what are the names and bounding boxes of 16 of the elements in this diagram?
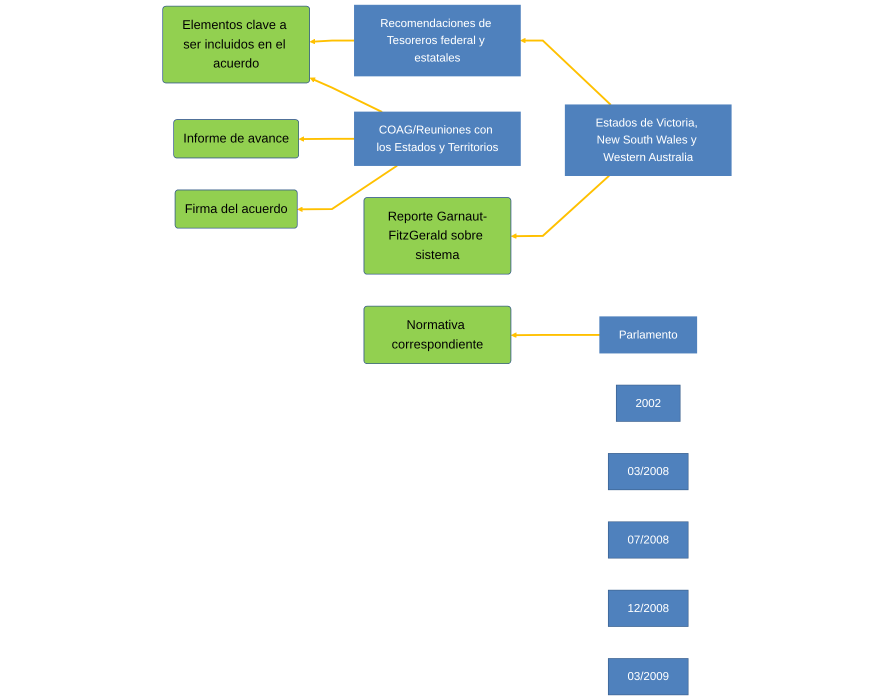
node-box: Parlamento <box>599 316 698 354</box>
arrow <box>510 332 600 338</box>
arrow <box>520 38 612 106</box>
node-box: Estados de Victoria, New South Wales y Western Australia <box>564 104 732 176</box>
node-box: Recomendaciones de Tesoreros federal y estatales <box>354 4 521 76</box>
arrow <box>298 136 354 142</box>
node-box: COAG/Reuniones con los Estados y Territorios <box>354 112 521 166</box>
arrow <box>310 38 354 44</box>
node-box: 03/2009 <box>608 658 688 696</box>
node-box: 2002 <box>616 384 681 422</box>
arrow <box>297 164 398 212</box>
node-box: 03/2008 <box>608 453 688 490</box>
node-box: 12/2008 <box>608 590 688 627</box>
arrow <box>510 174 610 239</box>
arrow <box>310 77 382 113</box>
node-box: 07/2008 <box>608 521 688 558</box>
